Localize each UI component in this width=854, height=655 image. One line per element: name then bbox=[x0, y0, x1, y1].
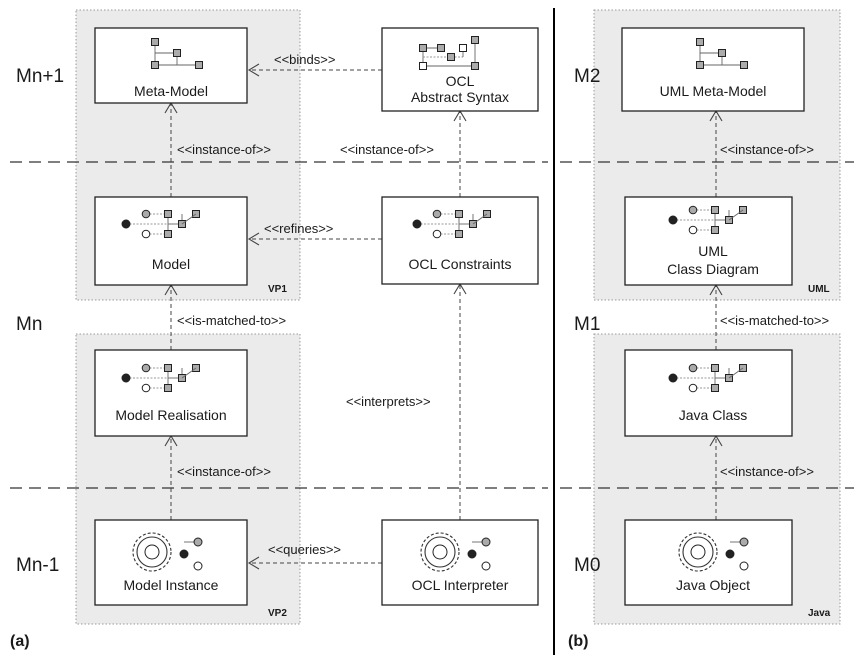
box-label-java-object: Java Object bbox=[676, 577, 750, 593]
level-label-m1: M1 bbox=[574, 314, 600, 335]
box-model-instance: Model Instance bbox=[94, 519, 248, 606]
level-label-m2: M2 bbox=[574, 66, 600, 87]
panel-label-b: (b) bbox=[568, 633, 588, 650]
level-label-mn-plus-1: Mn+1 bbox=[16, 66, 64, 87]
box-model-realisation: Model Realisation bbox=[94, 349, 248, 437]
level-label-mn: Mn bbox=[16, 314, 42, 335]
box-label-uml-meta-model: UML Meta-Model bbox=[660, 83, 767, 99]
relation-instance-of-uml: <<instance-of>> bbox=[720, 142, 814, 157]
relation-interprets: <<interprets>> bbox=[346, 394, 431, 409]
viewpoint-label-vp1: VP1 bbox=[268, 284, 287, 295]
relation-queries: <<queries>> bbox=[268, 542, 341, 557]
box-label-model-instance: Model Instance bbox=[124, 577, 219, 593]
box-meta-model: Meta-Model bbox=[94, 27, 248, 104]
box-label-class-diagram: Class Diagram bbox=[667, 261, 759, 277]
box-label-ocl-constraints: OCL Constraints bbox=[409, 256, 512, 272]
box-label-model-realisation: Model Realisation bbox=[115, 407, 226, 423]
box-label-meta-model: Meta-Model bbox=[134, 83, 208, 99]
box-java-class: Java Class bbox=[624, 349, 793, 437]
level-label-m0: M0 bbox=[574, 555, 600, 576]
relation-instance-of-realisation: <<instance-of>> bbox=[177, 464, 271, 479]
box-ocl-abstract-syntax: OCL Abstract Syntax bbox=[381, 27, 539, 112]
box-model: Model bbox=[94, 196, 248, 286]
box-ocl-interpreter: OCL Interpreter bbox=[381, 519, 539, 606]
panel-label-a: (a) bbox=[10, 633, 30, 650]
relation-is-matched-to-java: <<is-matched-to>> bbox=[720, 313, 829, 328]
viewpoint-label-vp2: VP2 bbox=[268, 608, 287, 619]
box-uml-meta-model: UML Meta-Model bbox=[621, 27, 805, 112]
box-label-abstract-syntax: Abstract Syntax bbox=[411, 89, 509, 105]
box-label-ocl: OCL bbox=[446, 73, 475, 89]
relation-refines: <<refines>> bbox=[264, 221, 333, 236]
relation-instance-of-java: <<instance-of>> bbox=[720, 464, 814, 479]
box-label-ocl-interpreter: OCL Interpreter bbox=[412, 577, 509, 593]
relation-binds: <<binds>> bbox=[274, 52, 335, 67]
level-label-mn-minus-1: Mn-1 bbox=[16, 555, 59, 576]
box-uml-class-diagram: UML Class Diagram bbox=[624, 196, 793, 286]
relation-is-matched-to: <<is-matched-to>> bbox=[177, 313, 286, 328]
viewpoint-label-uml: UML bbox=[808, 284, 830, 295]
relation-instance-of-model: <<instance-of>> bbox=[177, 142, 271, 157]
box-java-object: Java Object bbox=[624, 519, 793, 606]
viewpoint-label-java: Java bbox=[808, 608, 831, 619]
box-label-model: Model bbox=[152, 256, 190, 272]
box-label-java-class: Java Class bbox=[679, 407, 747, 423]
box-label-uml: UML bbox=[698, 243, 728, 259]
relation-instance-of-ocl: <<instance-of>> bbox=[340, 142, 434, 157]
box-ocl-constraints: OCL Constraints bbox=[381, 196, 539, 285]
